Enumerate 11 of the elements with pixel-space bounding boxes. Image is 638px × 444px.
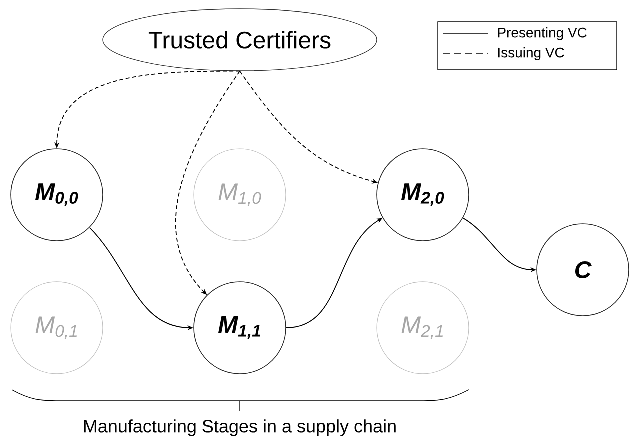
legend-text: Issuing VC [498, 47, 564, 61]
circle-node: M$_{2,1}$ [376, 282, 470, 374]
circle-node: C [536, 224, 630, 316]
circle-node: M$_{1,1}$ [194, 282, 286, 374]
circle-node: M$_{1,0}$ [194, 148, 286, 242]
caption-text: Manufacturing Stages in a supply chain [84, 420, 396, 436]
circle-node: M$_{0,1}$ [10, 282, 104, 374]
circle-node: M$_{2,0}$ [376, 148, 470, 242]
legend-text: Presenting VC [498, 27, 587, 41]
ellipse-node: Trusted Certifiers [102, 8, 378, 72]
circle-node: M$_{0,0}$ [10, 148, 104, 242]
